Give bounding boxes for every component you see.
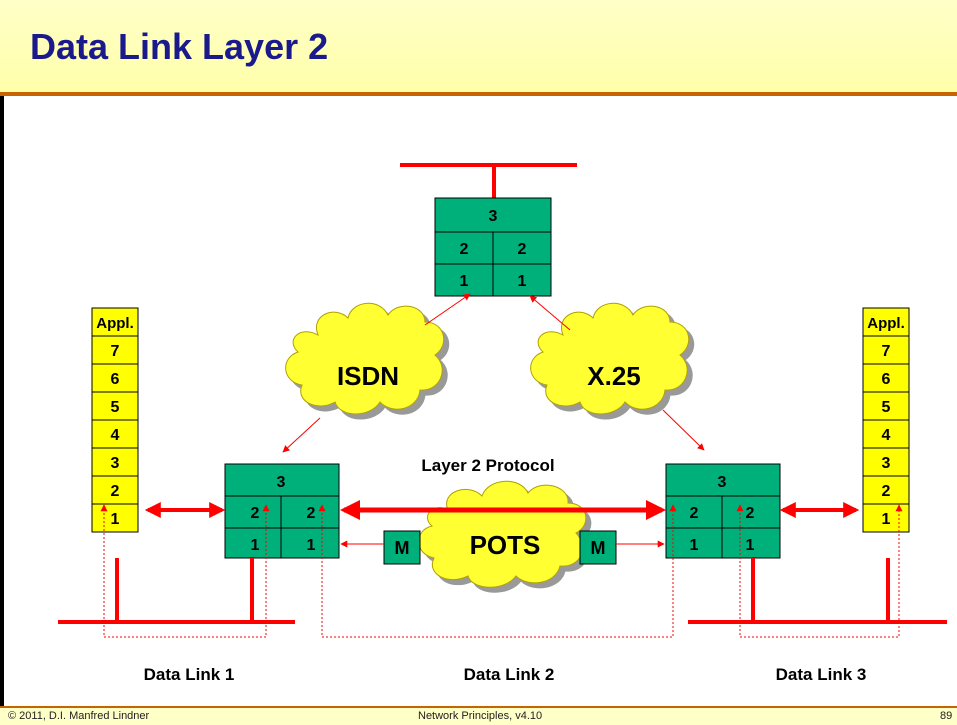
left-router-l1a: 1 bbox=[251, 537, 260, 554]
top-router-l1a: 1 bbox=[460, 273, 469, 290]
top-router-l3: 3 bbox=[489, 208, 498, 225]
left-stack-layer-label: 1 bbox=[111, 511, 120, 528]
left-router-l2a: 2 bbox=[251, 505, 260, 522]
left-router-l1b: 1 bbox=[307, 537, 316, 554]
right-stack-layer-box bbox=[862, 475, 910, 505]
right-stack-layer-label: 3 bbox=[882, 455, 891, 472]
x25-right-arrow bbox=[662, 409, 705, 451]
title-bar: Data Link Layer 2 bbox=[0, 0, 957, 96]
left-stack-layer-label: 7 bbox=[111, 343, 120, 360]
top-router-l2b: 2 bbox=[518, 241, 527, 258]
left-stack-layer-label: 2 bbox=[111, 483, 120, 500]
dl3-path bbox=[736, 504, 903, 638]
left-modem: M bbox=[383, 530, 421, 565]
dl3-label: Data Link 3 bbox=[776, 665, 867, 684]
pots-label: POTS bbox=[470, 530, 541, 560]
dl1-path bbox=[100, 504, 270, 638]
isdn-left-arrow bbox=[282, 417, 321, 453]
right-stack-layer-box bbox=[862, 307, 910, 337]
left-stack-layer-label: Appl. bbox=[96, 315, 134, 332]
right-stack-layer-label: 1 bbox=[882, 511, 891, 528]
dl2-path bbox=[318, 504, 677, 638]
right-stack-layer-label: 5 bbox=[882, 399, 891, 416]
slide-left-border bbox=[0, 0, 4, 725]
left-stack: Appl. 7 6 5 4 3 2 1 bbox=[91, 307, 139, 533]
left-stack-layer-box bbox=[91, 475, 139, 505]
footer-copyright: © 2011, D.I. Manfred Lindner bbox=[8, 710, 150, 722]
top-router: 3 2 2 1 1 bbox=[434, 197, 552, 297]
right-stack-layer-label: 2 bbox=[882, 483, 891, 500]
top-router-l2a: 2 bbox=[460, 241, 469, 258]
right-stack-layer-box bbox=[862, 391, 910, 421]
right-stack: Appl. 7 6 5 4 3 2 1 bbox=[862, 307, 910, 533]
right-stack-layer-box bbox=[862, 447, 910, 477]
footer: © 2011, D.I. Manfred Lindner Network Pri… bbox=[0, 706, 957, 725]
left-modem-label: M bbox=[395, 538, 410, 558]
right-modem: M bbox=[579, 530, 617, 565]
left-stack-layer-box bbox=[91, 419, 139, 449]
x25-top-arrow bbox=[529, 295, 571, 331]
footer-center: Network Principles, v4.10 bbox=[418, 710, 543, 722]
dl2-label: Data Link 2 bbox=[464, 665, 555, 684]
x25-label: X.25 bbox=[587, 361, 641, 391]
left-stack-layer-box bbox=[91, 391, 139, 421]
isdn-label: ISDN bbox=[337, 361, 399, 391]
left-stack-layer-label: 4 bbox=[111, 427, 120, 444]
right-stack-layer-label: 4 bbox=[882, 427, 891, 444]
left-router-l3: 3 bbox=[277, 474, 286, 491]
right-router-l1b: 1 bbox=[746, 537, 755, 554]
left-stack-layer-box bbox=[91, 447, 139, 477]
right-stack-layer-label: 6 bbox=[882, 371, 891, 388]
right-router-l3: 3 bbox=[718, 474, 727, 491]
left-stack-layer-label: 3 bbox=[111, 455, 120, 472]
right-router-l2b: 2 bbox=[746, 505, 755, 522]
slide-title: Data Link Layer 2 bbox=[30, 26, 329, 67]
layer2-protocol-label: Layer 2 Protocol bbox=[421, 456, 554, 475]
right-router: 3 2 2 1 1 bbox=[665, 463, 781, 559]
right-router-l1a: 1 bbox=[690, 537, 699, 554]
top-router-l1b: 1 bbox=[518, 273, 527, 290]
right-stack-layer-label: 7 bbox=[882, 343, 891, 360]
right-stack-layer-box bbox=[862, 363, 910, 393]
left-stack-layer-label: 5 bbox=[111, 399, 120, 416]
left-stack-layer-label: 6 bbox=[111, 371, 120, 388]
dl1-label: Data Link 1 bbox=[144, 665, 235, 684]
right-stack-layer-box bbox=[862, 335, 910, 365]
right-stack-layer-label: Appl. bbox=[867, 315, 905, 332]
left-router-l2b: 2 bbox=[307, 505, 316, 522]
right-stack-layer-box bbox=[862, 419, 910, 449]
right-modem-label: M bbox=[591, 538, 606, 558]
isdn-cloud bbox=[285, 302, 445, 415]
x25-cloud bbox=[530, 302, 690, 415]
isdn-top-arrow bbox=[424, 293, 471, 326]
footer-page: 89 bbox=[940, 710, 953, 722]
right-router-l2a: 2 bbox=[690, 505, 699, 522]
